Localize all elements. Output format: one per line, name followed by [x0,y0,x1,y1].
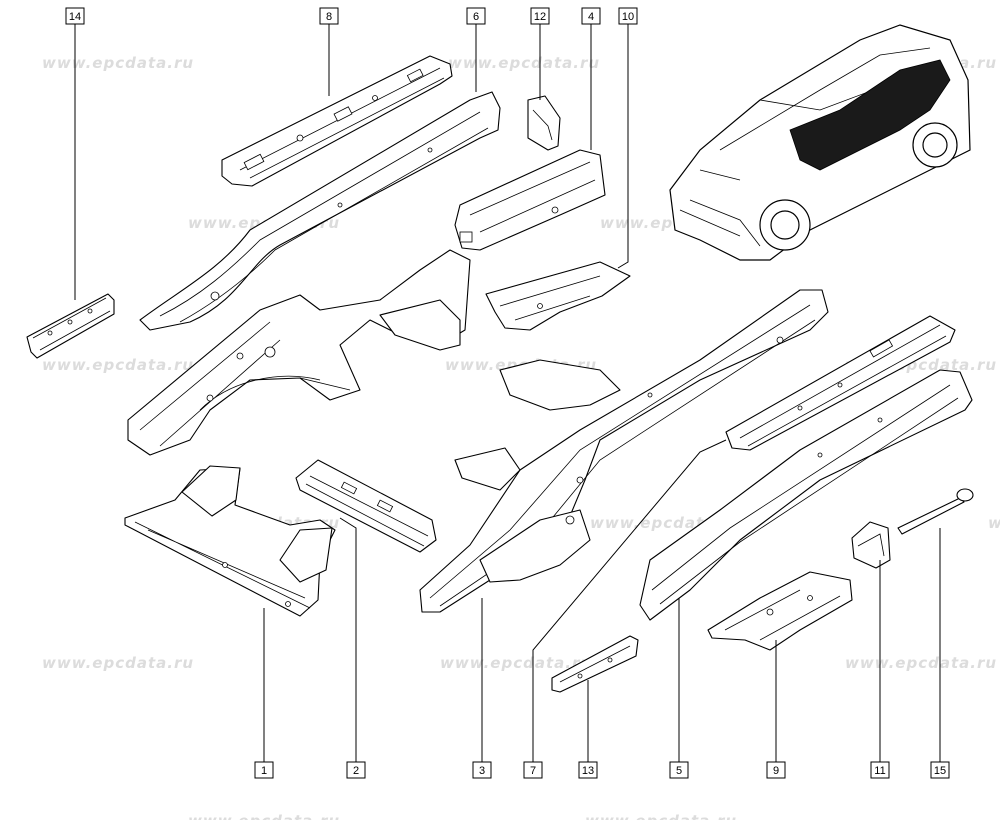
part-3[interactable] [419,289,829,613]
watermark-text: www.epcdata.ru [188,812,340,820]
callout-label: 2 [353,765,359,777]
watermark-text: www.epcdata.ru [988,514,1000,532]
part-12[interactable] [527,95,561,151]
callout-label: 9 [773,765,779,777]
part-7[interactable] [725,315,956,451]
part-4[interactable] [454,149,606,251]
callout-10[interactable]: 10 [618,7,638,25]
callout-label: 6 [473,11,479,23]
front-subframe-assembly[interactable] [127,249,471,456]
callout-label: 14 [69,11,81,23]
part-2[interactable] [295,459,437,553]
watermark-text: www.epcdata.ru [42,54,194,72]
callout-label: 10 [622,11,634,23]
callout-2[interactable]: 2 [346,761,366,779]
part-9[interactable] [707,571,853,651]
callout-4[interactable]: 4 [581,7,601,25]
part-13[interactable] [551,635,639,693]
callout-11[interactable]: 11 [870,761,890,779]
part-5[interactable] [639,369,973,621]
part-1[interactable] [124,465,336,617]
callout-7[interactable]: 7 [523,761,543,779]
callout-label: 13 [582,765,594,777]
callout-1[interactable]: 1 [254,761,274,779]
callout-label: 7 [530,765,536,777]
callout-label: 1 [261,765,267,777]
callout-label: 15 [934,765,946,777]
watermark-text: www.epcdata.ru [448,54,600,72]
callout-label: 5 [676,765,682,777]
callout-12[interactable]: 12 [530,7,550,25]
watermark-text: www.epcdata.ru [440,654,592,672]
callout-14[interactable]: 14 [65,7,85,25]
callout-label: 12 [534,11,546,23]
callout-label: 4 [588,11,594,23]
watermark-text: www.epcdata.ru [845,654,997,672]
callout-5[interactable]: 5 [669,761,689,779]
leader-lines [74,24,941,762]
callout-8[interactable]: 8 [319,7,339,25]
part-14[interactable] [26,293,115,359]
part-11[interactable] [851,521,891,569]
callout-15[interactable]: 15 [930,761,950,779]
callout-9[interactable]: 9 [766,761,786,779]
callout-3[interactable]: 3 [472,761,492,779]
callout-label: 11 [874,765,885,777]
callout-13[interactable]: 13 [578,761,598,779]
callout-label: 3 [479,765,485,777]
watermark-text: www.epcdata.ru [42,654,194,672]
part-15[interactable] [897,488,974,535]
part-10[interactable] [485,261,631,331]
callout-6[interactable]: 6 [466,7,486,25]
callout-label: 8 [326,11,332,23]
watermark-text: www.epcdata.ru [42,356,194,374]
part-8[interactable] [221,55,453,187]
car-illustration [669,24,971,261]
watermark-text: www.epcdata.ru [585,812,737,820]
part-6[interactable] [139,91,501,331]
